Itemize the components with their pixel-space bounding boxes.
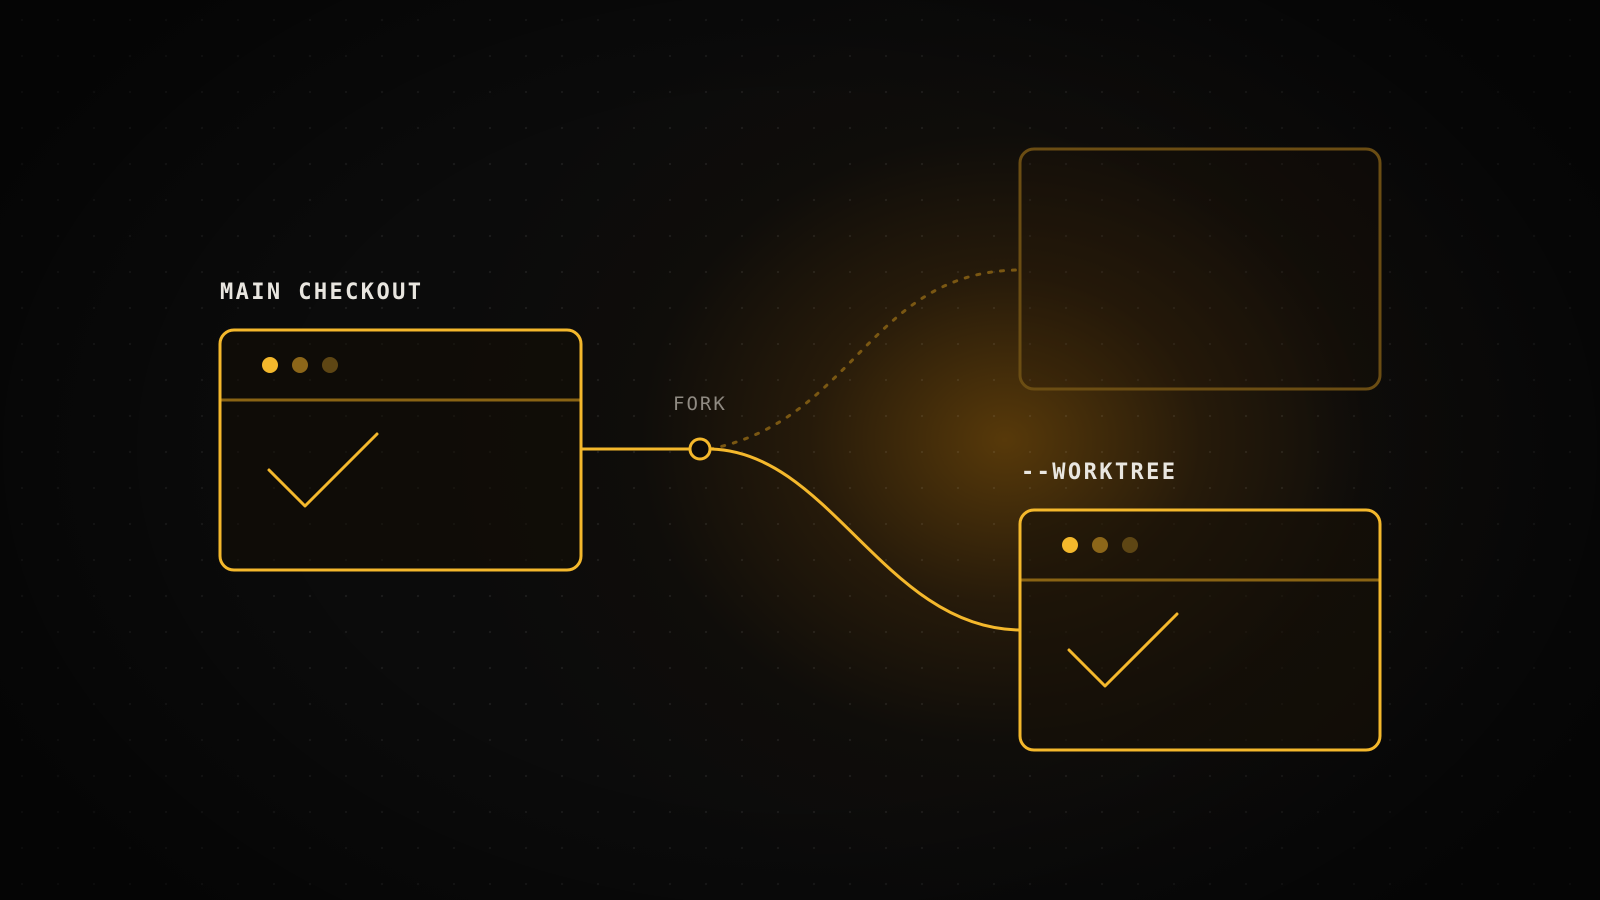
fork-dashed-branch [708, 268, 1020, 451]
main-checkout-label: MAIN CHECKOUT [220, 280, 423, 305]
main-checkout-window [218, 328, 583, 572]
fork-worktree-branch [710, 447, 1020, 632]
worktree-checkmark-icon [1067, 612, 1179, 688]
worktree-window-frame [1018, 508, 1382, 752]
faint-placeholder-window [1018, 147, 1382, 391]
worktree-window-dot-3 [1122, 537, 1138, 553]
main-window-dot-3 [322, 357, 338, 373]
main-window-dot-1 [262, 357, 278, 373]
worktree-window-dot-1 [1062, 537, 1078, 553]
worktree-label: --WORKTREE [1021, 460, 1177, 485]
main-checkmark-icon [267, 432, 379, 508]
main-window-dot-2 [292, 357, 308, 373]
fork-node-icon [688, 437, 712, 461]
worktree-window-dot-2 [1092, 537, 1108, 553]
fork-label: FORK [673, 393, 727, 415]
worktree-window [1018, 508, 1382, 752]
